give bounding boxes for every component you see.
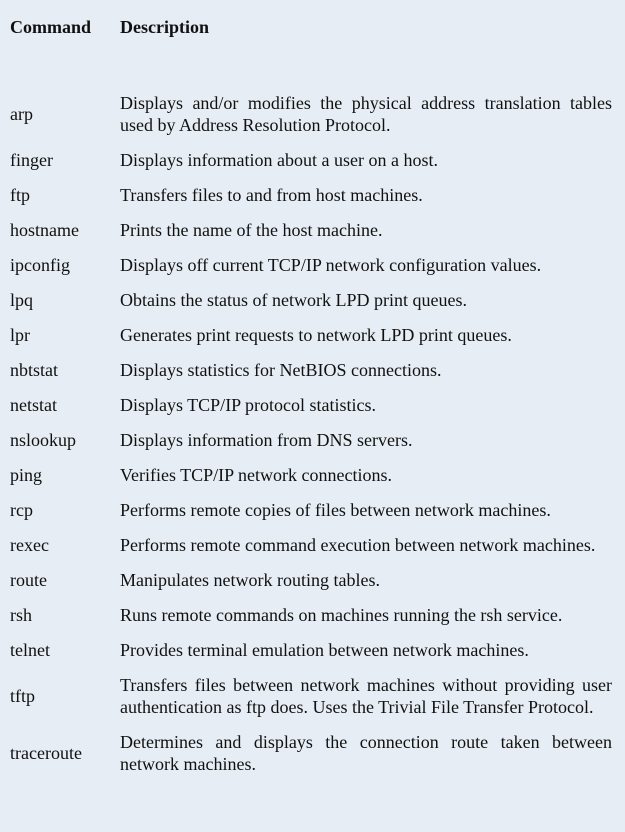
command-cell: route: [10, 569, 47, 590]
command-cell: ipconfig: [10, 254, 70, 275]
table-row: nbtstat Displays statistics for NetBIOS c…: [4, 352, 618, 387]
table-row: rsh Runs remote commands on machines runn…: [4, 597, 618, 632]
description-cell: Obtains the status of network LPD print …: [120, 289, 467, 310]
description-cell: Displays TCP/IP protocol statistics.: [120, 394, 377, 415]
command-cell: lpr: [10, 324, 30, 345]
description-cell: Runs remote commands on machines running…: [120, 604, 563, 625]
table-row: finger Displays information about a user …: [4, 142, 618, 177]
table-row: ftp Transfers files to and from host mach…: [4, 177, 618, 212]
table-row: arp Displays and/or modifies the physical…: [4, 85, 618, 142]
description-cell: Displays statistics for NetBIOS connecti…: [120, 359, 442, 380]
description-cell: Displays information about a user on a h…: [120, 149, 438, 170]
command-cell: nbtstat: [10, 359, 58, 380]
command-cell: rcp: [10, 499, 33, 520]
table-row: lpr Generates print requests to network L…: [4, 317, 618, 352]
command-cell: telnet: [10, 639, 50, 660]
command-cell: hostname: [10, 219, 79, 240]
description-cell: Transfers files to and from host machine…: [120, 184, 423, 205]
table-row: telnet Provides terminal emulation betwee…: [4, 632, 618, 667]
description-cell: Displays and/or modifies the physical ad…: [120, 92, 612, 135]
description-cell: Prints the name of the host machine.: [120, 219, 383, 240]
table-row: rexec Performs remote command execution b…: [4, 527, 618, 562]
commands-table: Command Description arp Displays and/or m…: [4, 0, 618, 781]
description-cell: Performs remote command execution betwee…: [120, 534, 596, 555]
command-cell: arp: [10, 103, 33, 124]
description-cell: Provides terminal emulation between netw…: [120, 639, 529, 660]
description-cell: Manipulates network routing tables.: [120, 569, 380, 590]
description-cell: Performs remote copies of files between …: [120, 499, 551, 520]
table-row: netstat Displays TCP/IP protocol statisti…: [4, 387, 618, 422]
description-cell: Transfers files between network machines…: [120, 674, 612, 717]
table-row: lpq Obtains the status of network LPD pri…: [4, 282, 618, 317]
table-row: tftp Transfers files between network mach…: [4, 667, 618, 724]
table-row: hostname Prints the name of the host mach…: [4, 212, 618, 247]
table-row: route Manipulates network routing tables.: [4, 562, 618, 597]
table-row: ipconfig Displays off current TCP/IP netw…: [4, 247, 618, 282]
command-cell: lpq: [10, 289, 34, 310]
description-cell: Displays information from DNS servers.: [120, 429, 413, 450]
command-cell: rsh: [10, 604, 32, 625]
command-cell: finger: [10, 149, 53, 170]
description-cell: Generates print requests to network LPD …: [120, 324, 512, 345]
header-command: Command: [10, 17, 92, 37]
description-cell: Verifies TCP/IP network connections.: [120, 464, 392, 485]
header-row: Command Description: [4, 0, 618, 85]
description-cell: Determines and displays the connection r…: [120, 731, 612, 774]
table-row: nslookup Displays information from DNS se…: [4, 422, 618, 457]
description-cell: Displays off current TCP/IP network conf…: [120, 254, 542, 275]
command-cell: ping: [10, 464, 43, 485]
command-cell: traceroute: [10, 742, 82, 763]
command-cell: nslookup: [10, 429, 77, 450]
table-row: traceroute Determines and displays the co…: [4, 724, 618, 781]
table-row: ping Verifies TCP/IP network connections.: [4, 457, 618, 492]
command-cell: ftp: [10, 184, 30, 205]
command-cell: rexec: [10, 534, 49, 555]
header-description: Description: [120, 17, 209, 37]
command-cell: netstat: [10, 394, 57, 415]
command-cell: tftp: [10, 685, 35, 706]
table-row: rcp Performs remote copies of files betwe…: [4, 492, 618, 527]
